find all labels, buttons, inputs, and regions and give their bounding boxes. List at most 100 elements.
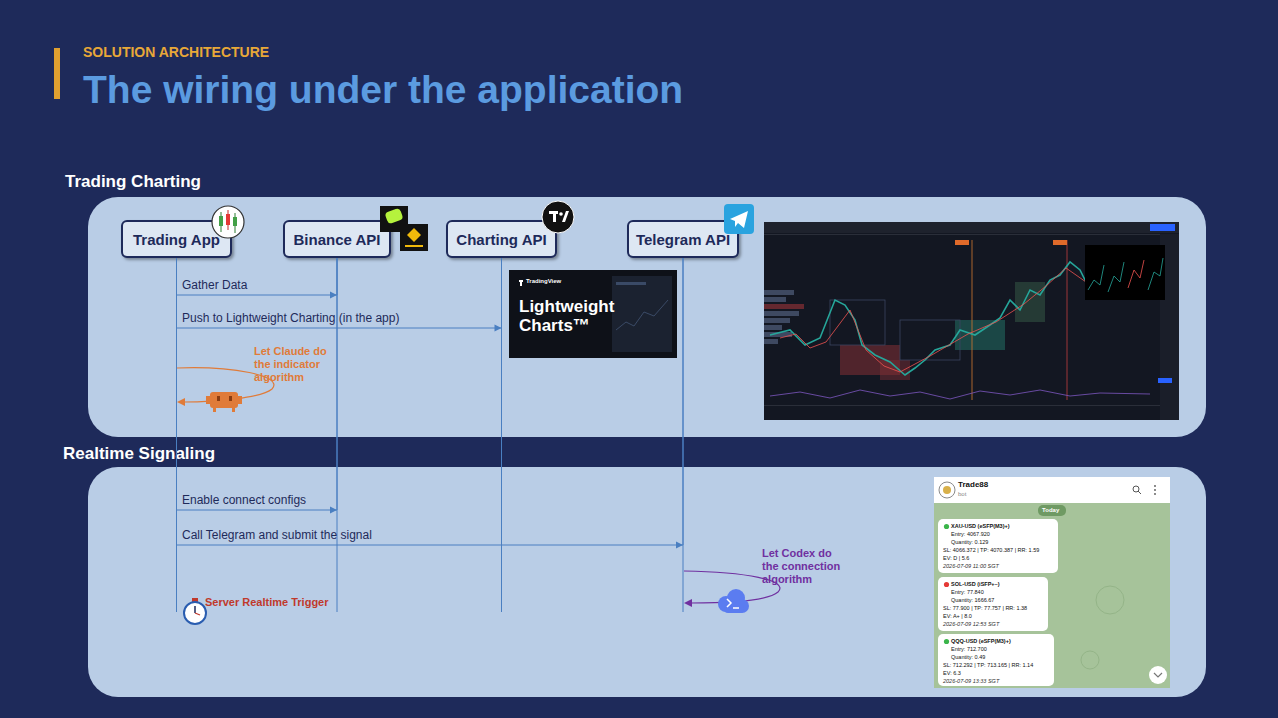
candle-icon bbox=[233, 217, 237, 226]
telegram-screenshot bbox=[944, 582, 949, 587]
chart-screenshot bbox=[764, 325, 782, 330]
signal-line: EV: D | 5.6 bbox=[943, 555, 969, 561]
message-line bbox=[177, 258, 338, 295]
codex-icon bbox=[733, 607, 739, 609]
message-line bbox=[177, 258, 502, 328]
chart-screenshot bbox=[764, 311, 799, 316]
message-arrow bbox=[177, 258, 338, 514]
telegram-screenshot bbox=[934, 477, 1170, 688]
telegram-screenshot bbox=[934, 477, 1170, 688]
signal-line: Quantity: 1666.67 bbox=[951, 597, 994, 603]
robot-icon bbox=[229, 396, 232, 401]
ai-note: Let Claude do the indicator algorithm bbox=[254, 345, 338, 384]
lightweight-image bbox=[509, 270, 677, 358]
candle-icon bbox=[212, 206, 244, 238]
signal-line: SOL-USD (iSFP+~) bbox=[951, 581, 1000, 587]
telegram-screenshot bbox=[938, 577, 1048, 631]
trigger-label: Server Realtime Trigger bbox=[205, 596, 329, 609]
stopwatch-icon bbox=[184, 602, 206, 624]
message-arrow bbox=[177, 258, 338, 299]
ai-note: Let Codex do the connection algorithm bbox=[762, 547, 846, 586]
robot-icon bbox=[213, 408, 216, 412]
lifeline bbox=[177, 258, 684, 612]
chart-screenshot bbox=[955, 320, 1005, 350]
telegram-screenshot bbox=[1138, 491, 1141, 494]
chart-screenshot bbox=[764, 222, 1179, 233]
message-line bbox=[177, 258, 684, 545]
claude-arrow bbox=[177, 398, 185, 406]
exchange-logo bbox=[380, 206, 428, 251]
telegram-screenshot bbox=[944, 524, 949, 529]
signal-line: EV: 6.3 bbox=[943, 670, 961, 676]
signal-line: 2026-07-09 11:00 SGT bbox=[943, 563, 999, 569]
signal-line: Quantity: 0.49 bbox=[951, 654, 985, 660]
telegram-screenshot bbox=[934, 477, 1170, 503]
tradingview-logo bbox=[542, 201, 574, 233]
section-heading: Realtime Signaling bbox=[63, 444, 215, 464]
component-label: Binance API bbox=[294, 231, 381, 248]
component-label: Telegram API bbox=[636, 231, 730, 248]
exchange-logo bbox=[405, 245, 423, 247]
component-box: Binance API bbox=[283, 220, 391, 258]
message-arrow bbox=[177, 258, 502, 332]
candle-icon bbox=[212, 206, 244, 238]
lightweight-image bbox=[616, 282, 646, 285]
chart-screenshot bbox=[770, 262, 1090, 375]
chart-screenshot bbox=[780, 268, 1086, 372]
telegram-logo bbox=[724, 204, 754, 234]
telegram-logo bbox=[724, 204, 754, 234]
signal-line: Entry: 712.700 bbox=[951, 646, 987, 652]
date-pill: Today bbox=[1042, 507, 1059, 514]
signal-line: XAU-USD (eSFP(M3)+) bbox=[951, 523, 1010, 529]
stopwatch-icon bbox=[194, 606, 196, 613]
telegram-screenshot bbox=[1038, 505, 1066, 516]
telegram-screenshot bbox=[1081, 651, 1099, 669]
message-label: Call Telegram and submit the signal bbox=[182, 529, 372, 543]
signal-line: Entry: 77.840 bbox=[951, 589, 984, 595]
signal-line: SL: 77.900 | TP: 77.757 | RR: 1.38 bbox=[943, 605, 1027, 611]
telegram-screenshot bbox=[938, 634, 1054, 686]
chart-screenshot bbox=[830, 300, 885, 345]
message-label: Gather Data bbox=[182, 279, 247, 293]
tradingview-logo bbox=[553, 211, 556, 222]
signal-line: 2026-07-09 12:53 SGT bbox=[943, 621, 999, 627]
chart-screenshot bbox=[1085, 245, 1165, 300]
chart-screenshot bbox=[764, 222, 1179, 420]
message-label: Push to Lightweight Charting (in the app… bbox=[182, 312, 399, 326]
telegram-screenshot bbox=[939, 482, 955, 498]
accent-bar bbox=[54, 48, 60, 99]
telegram-screenshot bbox=[1154, 489, 1156, 491]
chart-screenshot bbox=[764, 222, 1179, 420]
message-label: Enable connect configs bbox=[182, 494, 306, 508]
signal-line: QQQ-USD (eSFP(M3)+) bbox=[951, 638, 1011, 644]
candle-icon bbox=[219, 216, 223, 226]
signal-line: 2026-07-09 13:33 SGT bbox=[943, 678, 999, 684]
chart-screenshot bbox=[972, 240, 973, 400]
chart-screenshot bbox=[1108, 262, 1124, 292]
telegram-screenshot bbox=[943, 486, 951, 494]
codex-icon bbox=[718, 589, 749, 613]
chart-screenshot bbox=[764, 234, 1160, 235]
arrow-head bbox=[330, 507, 337, 514]
robot-icon bbox=[206, 396, 210, 404]
slide-title: The wiring under the application bbox=[83, 68, 683, 113]
robot-icon bbox=[217, 396, 220, 401]
robot-icon bbox=[232, 408, 235, 412]
section-kicker: SOLUTION ARCHITECTURE bbox=[83, 44, 269, 60]
chart-screenshot bbox=[764, 339, 778, 344]
arrow-head bbox=[676, 542, 683, 549]
message-arrow bbox=[177, 258, 684, 549]
telegram-screenshot bbox=[944, 639, 949, 644]
arrow-head bbox=[330, 292, 337, 299]
telegram-screenshot bbox=[1096, 586, 1124, 614]
signal-line: Entry: 4067.920 bbox=[951, 531, 990, 537]
stopwatch-icon bbox=[184, 598, 206, 624]
arrow-head bbox=[495, 325, 502, 332]
chart-screenshot bbox=[1015, 282, 1045, 322]
signal-line: Quantity: 0.129 bbox=[951, 539, 988, 545]
chart-screenshot bbox=[1148, 258, 1163, 290]
chart-screenshot bbox=[1158, 378, 1172, 383]
